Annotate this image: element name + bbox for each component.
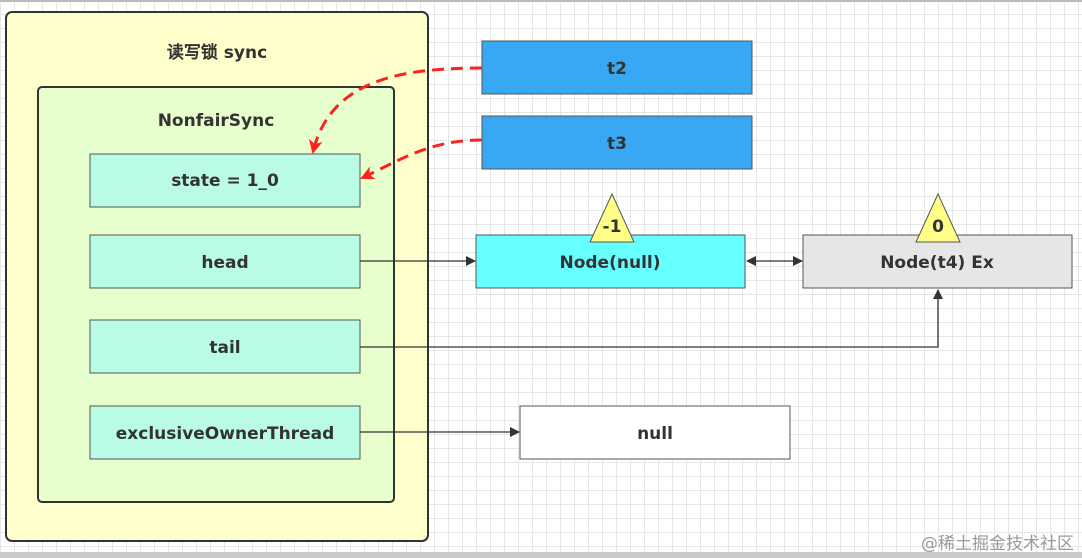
svg-text:t2: t2 <box>607 59 627 79</box>
thread-t3: t3 <box>481 115 753 170</box>
wait-status-triangle-2: 0 <box>915 192 961 243</box>
field-exclusive-owner-thread: exclusiveOwnerThread <box>89 405 361 460</box>
watermark: @稀土掘金技术社区 <box>921 534 1074 554</box>
field-head: head <box>89 234 361 289</box>
node-tail: Node(t4) Ex <box>802 234 1073 289</box>
svg-text:Node(t4) Ex: Node(t4) Ex <box>880 253 994 273</box>
svg-text:t3: t3 <box>607 134 627 154</box>
svg-text:null: null <box>637 424 673 444</box>
svg-text:Node(null): Node(null) <box>559 253 660 273</box>
window-bottom-border <box>0 552 1082 558</box>
owner-null-box: null <box>519 405 791 460</box>
thread-t2: t2 <box>481 40 753 95</box>
svg-text:state = 1_0: state = 1_0 <box>171 171 279 191</box>
inner-title: NonfairSync <box>158 111 275 131</box>
svg-text:tail: tail <box>209 338 240 358</box>
field-tail: tail <box>89 319 361 374</box>
outer-title: 读写锁 sync <box>167 42 267 63</box>
t2-dashed-arrow <box>308 66 483 154</box>
svg-text:head: head <box>201 253 248 273</box>
node-head: Node(null) <box>475 234 746 289</box>
svg-text:-1: -1 <box>603 217 622 237</box>
wait-status-triangle-1: -1 <box>589 192 635 243</box>
window-top-border <box>0 0 1082 2</box>
field-state: state = 1_0 <box>89 153 361 208</box>
tail-arrow <box>360 289 943 348</box>
svg-text:0: 0 <box>932 217 944 237</box>
t3-dashed-arrow <box>360 138 483 180</box>
svg-text:exclusiveOwnerThread: exclusiveOwnerThread <box>116 424 335 444</box>
